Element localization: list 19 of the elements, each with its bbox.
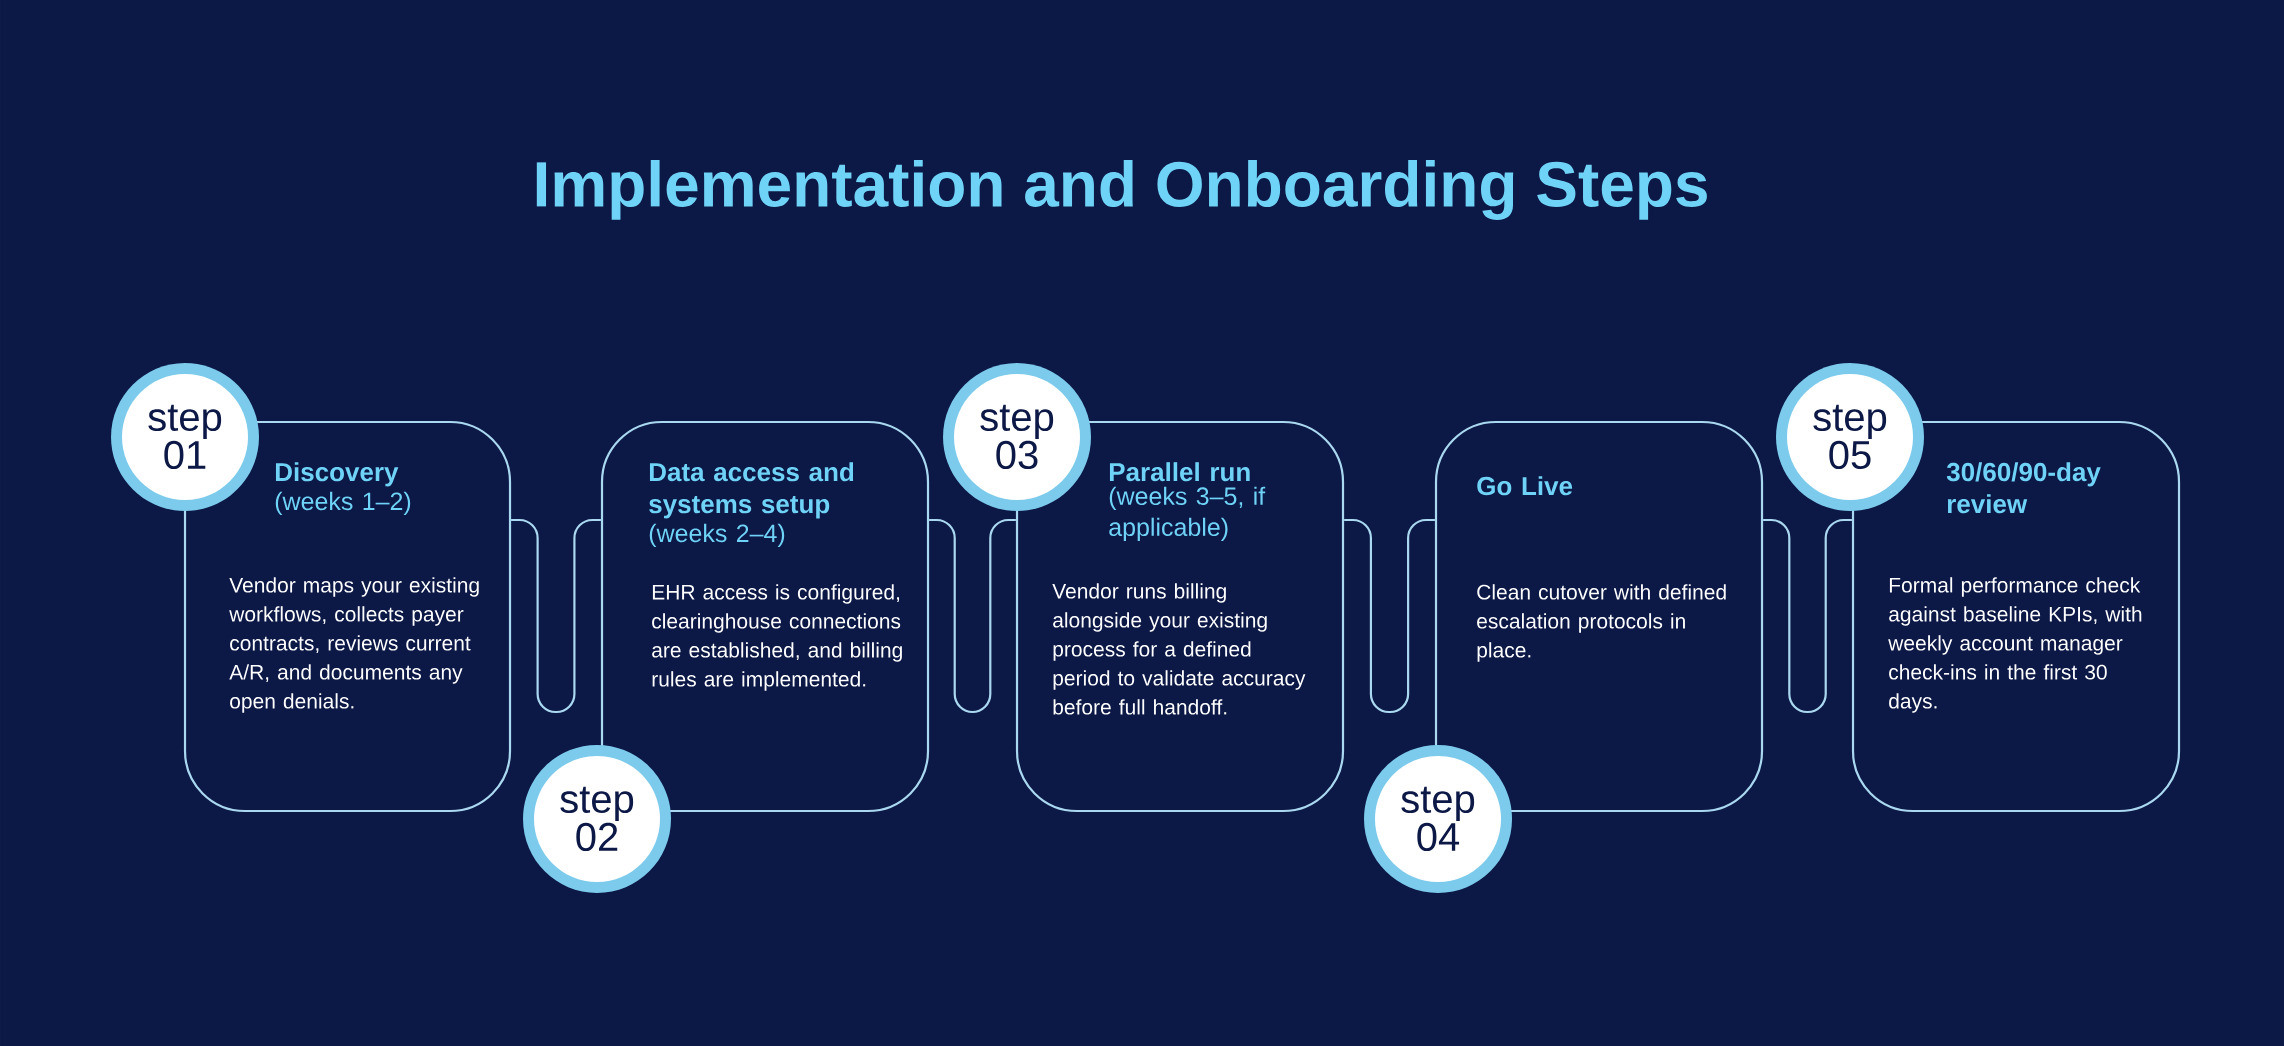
page-title: Implementation and Onboarding Steps — [536, 160, 1707, 220]
step-duration: (weeks 3–5, if applicable) — [1109, 486, 1266, 541]
step-title: 30/60/90-day review — [1946, 462, 2101, 514]
step-badge: step 04 — [1364, 745, 1512, 893]
step-description: Vendor runs billing alongside your existing process for a defined period to validate accuracy before full handoff. — [1052, 583, 1306, 715]
step-description: Clean cutover with defined escalation protocols in place. — [1477, 584, 1726, 662]
step-description: Formal performance check against baseline KPIs, with weekly account manager check-ins in the first 30 days. — [1888, 577, 2142, 713]
step-title: Go Live — [1477, 476, 1573, 496]
step-badge: step 03 — [943, 363, 1091, 511]
step-title: Discovery — [275, 462, 399, 487]
step-description: EHR access is configured, clearinghouse connections are established, and billing rules are implemented. — [652, 584, 902, 691]
step-title: Data access and systems setup — [649, 462, 854, 519]
step-badge: step 02 — [523, 745, 671, 893]
step-title: Parallel run — [1109, 462, 1250, 482]
step-badge: step 05 — [1776, 363, 1924, 511]
step-badge: step 01 — [111, 363, 259, 511]
step-description: Vendor maps your existing workflows, collects payer contracts, reviews current A/R, and documents any open denials. — [229, 577, 479, 713]
step-duration: (weeks 1–2) — [275, 491, 411, 516]
step-duration: (weeks 2–4) — [649, 523, 785, 548]
